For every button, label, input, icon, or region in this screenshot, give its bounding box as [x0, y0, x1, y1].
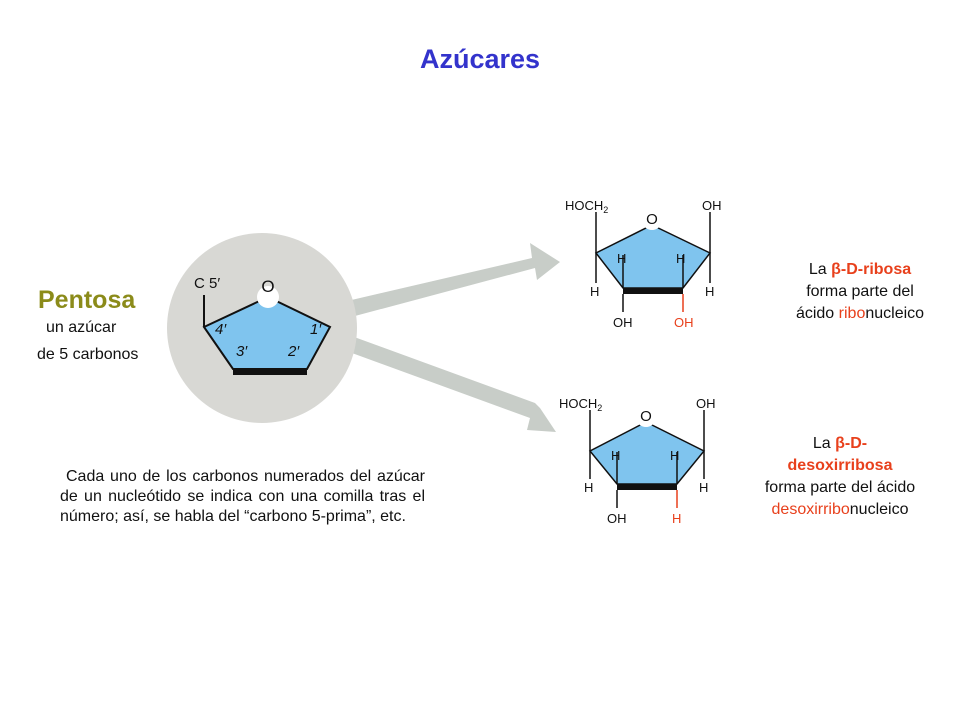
ribose-oxygen: O — [646, 211, 658, 228]
pentosa-desc-line2: de 5 carbonos — [37, 346, 139, 363]
deoxyribose-caption-dash: - — [861, 435, 868, 452]
ribose-caption-name: -ribosa — [857, 261, 912, 278]
deoxyribose-caption-line1: La β-D- — [735, 433, 945, 455]
ribose-caption-line2: forma parte del — [806, 283, 914, 300]
deoxyribose-hoch2: HOCH2 — [559, 396, 602, 413]
ribose-h-right: H — [705, 284, 714, 299]
ribose-caption-ribo: ribo — [838, 305, 866, 322]
ribose-caption: La β-D-ribosa forma parte del ácido ribo… — [760, 259, 960, 325]
explanation-paragraph: Cada uno de los carbonos numerados del a… — [60, 468, 425, 525]
arrow-to-deoxyribose — [330, 330, 556, 432]
deoxyribose-caption-nucleico: nucleico — [849, 501, 909, 518]
deoxyribose-caption: La β-D- desoxirribosa forma parte del ác… — [735, 433, 945, 521]
deoxyribose-caption-la: La — [812, 435, 836, 452]
arrow-to-ribose — [330, 243, 560, 320]
deoxyribose-h-right-inner: H — [670, 448, 679, 463]
deoxyribose-caption-name: desoxirribosa — [787, 457, 893, 474]
deoxyribose-oh-bottom-left: OH — [607, 511, 627, 526]
ribose-caption-line3: ácido ribonucleico — [760, 303, 960, 325]
page-title: Azúcares — [419, 44, 541, 74]
ribose-caption-line1: La β-D-ribosa — [760, 259, 960, 281]
deoxyribose-oh-top: OH — [696, 396, 716, 411]
c2-label: 2′ — [287, 343, 300, 360]
ribose-caption-nucleico: nucleico — [865, 305, 925, 322]
c5-label: C 5′ — [194, 275, 220, 292]
deoxyribose-h-left-inner: H — [611, 448, 620, 463]
c1-label: 1′ — [310, 321, 322, 338]
ribose-caption-beta-d: β-D — [831, 261, 858, 278]
ribose-oh-bottom-left: OH — [613, 315, 633, 330]
deoxyribose-caption-desoxirribo: desoxirribo — [771, 501, 850, 518]
ribose-h-left: H — [590, 284, 599, 299]
ribose-structure: O HOCH2 OH H H H H OH OH — [565, 198, 722, 330]
pentosa-label: Pentosa — [38, 286, 136, 314]
deoxyribose-caption-line3: forma parte del ácido — [764, 479, 916, 496]
deoxyribose-caption-beta-d: β-D — [835, 435, 862, 452]
c4-label: 4′ — [215, 321, 227, 338]
deoxyribose-oxygen: O — [640, 408, 652, 425]
ribose-oh-top: OH — [702, 198, 722, 213]
pentose-ring: C 5′ O 4′ 1′ 3′ 2′ — [194, 275, 332, 375]
ribose-h-left-inner: H — [617, 251, 626, 266]
ribose-caption-acido: ácido — [795, 305, 839, 322]
c3-label: 3′ — [236, 343, 248, 360]
ribose-h-right-inner: H — [676, 251, 685, 266]
deoxyribose-structure: O HOCH2 OH H H H H OH H — [559, 396, 716, 526]
pentosa-desc-line1: un azúcar — [46, 319, 117, 336]
ribose-hoch2: HOCH2 — [565, 198, 608, 215]
deoxyribose-h-left: H — [584, 480, 593, 495]
ring-oxygen-label: O — [261, 277, 274, 296]
ribose-caption-la: La — [808, 261, 832, 278]
deoxyribose-h-bottom-right: H — [672, 511, 681, 526]
deoxyribose-caption-line4: desoxirribonucleico — [735, 499, 945, 521]
ribose-oh-bottom-right: OH — [674, 315, 694, 330]
deoxyribose-h-right: H — [699, 480, 708, 495]
